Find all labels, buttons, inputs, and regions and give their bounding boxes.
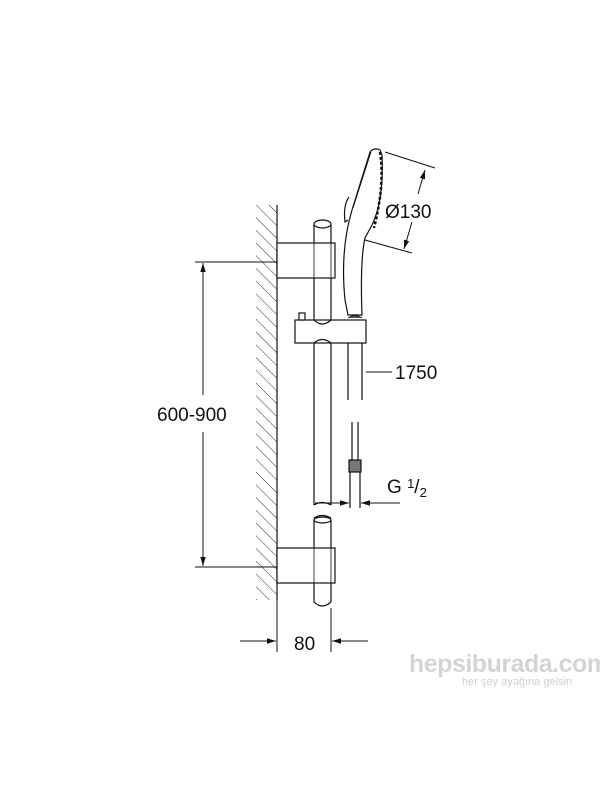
hose-upper <box>347 343 363 400</box>
head-diameter-label: Ø130 <box>385 202 431 223</box>
wall-hatching <box>256 205 277 600</box>
wall-distance-label: 80 <box>294 634 315 655</box>
thread-label: G 1/2 <box>387 476 427 500</box>
dimension-wall-distance <box>240 590 368 652</box>
hand-shower <box>342 148 383 316</box>
watermark-brand: hepsiburada.com <box>409 650 600 678</box>
hose-connector <box>348 422 362 508</box>
height-range-label: 600-900 <box>157 405 227 426</box>
lower-wall-bracket <box>276 547 336 584</box>
dimension-height <box>195 261 277 568</box>
dimension-head-diameter <box>364 151 436 254</box>
slider-holder <box>294 312 367 344</box>
upper-wall-bracket <box>276 242 336 279</box>
hose-length-label: 1750 <box>395 363 437 384</box>
watermark-slogan: her şey ayağına gelsin <box>462 676 573 688</box>
